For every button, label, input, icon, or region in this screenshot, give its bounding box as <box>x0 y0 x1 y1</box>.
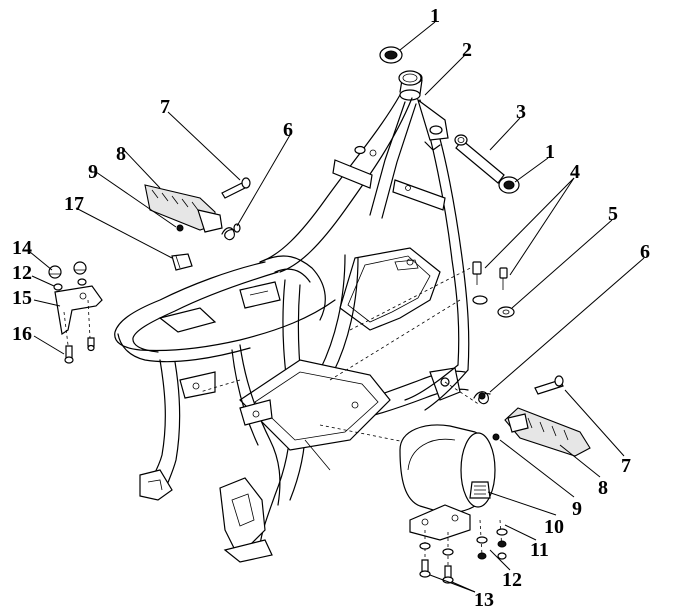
part-6-left-spring <box>221 223 241 241</box>
callout-9-right: 9 <box>572 498 582 520</box>
part-12-washers-lower <box>419 528 508 560</box>
callout-9-left: 9 <box>88 161 98 183</box>
part-9-left-pin-clip <box>176 224 184 232</box>
callout-10: 10 <box>544 516 564 538</box>
main-frame <box>114 71 483 563</box>
part-16-bolts <box>64 337 95 364</box>
callout-17: 17 <box>64 193 84 215</box>
callout-3: 3 <box>516 101 526 123</box>
part-7-left-footpeg-pin <box>221 177 251 199</box>
part-10-tank <box>399 424 496 514</box>
callout-12-left: 12 <box>12 262 32 284</box>
callout-1-right: 1 <box>545 141 555 163</box>
part-3-head-sleeve <box>454 134 505 184</box>
callout-8-left: 8 <box>116 143 126 165</box>
part-14-caps <box>48 261 87 279</box>
part-12-nuts-left <box>53 278 87 291</box>
callout-2: 2 <box>462 39 472 61</box>
callout-7-left: 7 <box>160 96 170 118</box>
part-9-right-pin-clip <box>492 433 500 441</box>
part-7-right-footpeg-pin <box>534 375 564 395</box>
callout-12-right: 12 <box>502 569 522 591</box>
part-11-tank-bracket <box>409 504 503 565</box>
part-17-block <box>171 253 193 271</box>
callout-8-right: 8 <box>598 477 608 499</box>
part-13-bolts-lower <box>419 552 507 584</box>
part-2-head-bearing <box>398 70 422 86</box>
part-5-washers <box>472 295 515 318</box>
callout-16: 16 <box>12 323 32 345</box>
part-1-top-bearing-cup <box>379 46 403 64</box>
callout-7-right: 7 <box>621 455 631 477</box>
callout-1-top: 1 <box>430 5 440 27</box>
leader-lines <box>29 21 645 593</box>
callout-labels: 1 2 3 1 4 5 6 7 6 8 9 17 14 12 15 16 7 8… <box>12 5 650 611</box>
callout-6-left: 6 <box>283 119 293 141</box>
callout-4: 4 <box>570 161 580 183</box>
part-1-bottom-bearing-cup <box>498 176 520 194</box>
callout-5: 5 <box>608 203 618 225</box>
callout-13: 13 <box>474 589 494 611</box>
part-8-right-footpeg <box>504 407 591 457</box>
callout-15: 15 <box>12 287 32 309</box>
part-8-left-footpeg <box>144 184 223 233</box>
part-4-bolts <box>472 261 508 290</box>
callout-11: 11 <box>530 539 549 561</box>
callout-14: 14 <box>12 237 32 259</box>
part-15-bracket <box>54 285 103 346</box>
part-6-right-spring <box>473 391 491 405</box>
callout-6-right: 6 <box>640 241 650 263</box>
